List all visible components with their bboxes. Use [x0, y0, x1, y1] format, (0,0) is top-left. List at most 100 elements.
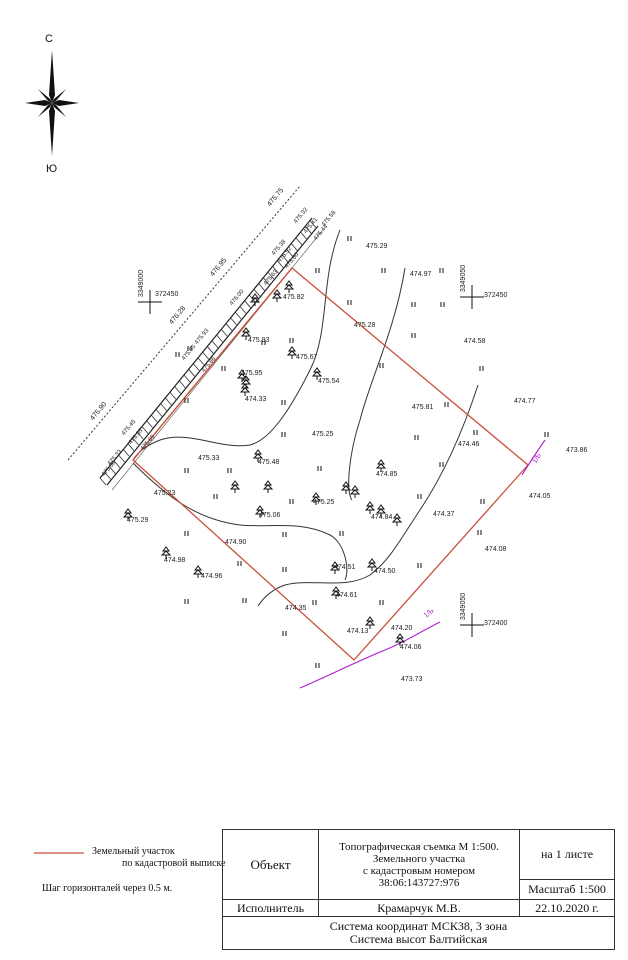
fence-hatch-mark [113, 460, 121, 469]
grid-x-label: 3349050 [460, 264, 468, 293]
spot-elevation: 475.28 [354, 322, 376, 329]
fence-hatch-mark [281, 254, 289, 263]
spot-elevation: 474.06 [400, 644, 422, 651]
fence-hatch-mark [146, 420, 153, 429]
parcel-boundary-road-side [132, 267, 293, 461]
spot-elevation: 474.58 [464, 338, 486, 345]
fence-hatch-mark [141, 426, 149, 434]
spot-elevation: 474.97 [410, 271, 432, 278]
spot-elevation: 475.06 [259, 512, 281, 519]
executor-label: Исполнитель [222, 899, 319, 917]
grid-y-label: 372400 [484, 620, 508, 627]
spot-elevation: 474.85 [376, 471, 398, 478]
fence-hatch-mark [99, 477, 107, 486]
compass-north-label: С [45, 33, 53, 45]
compass-south-label: Ю [46, 163, 58, 175]
tree-icon [239, 383, 251, 396]
cadastral-number: 38:06:143727:976 [378, 876, 460, 889]
tree-icon [364, 616, 376, 629]
fence-hatch-mark [197, 357, 205, 366]
tree-icon [160, 546, 172, 559]
fence-strip [99, 217, 323, 491]
spot-elevation: 474.13 [347, 628, 369, 635]
fence-hatch-mark [118, 454, 125, 463]
tree-icon [391, 513, 403, 526]
survey-date: 22.10.2020 г. [519, 899, 615, 917]
spot-elevation: 474.96 [201, 573, 223, 580]
fence-hatch-mark [155, 409, 163, 417]
spot-elevation: 475.29 [366, 243, 388, 250]
fence-hatch-mark [174, 386, 181, 394]
legend-parcel-label-line1: Земельный участок [92, 846, 175, 857]
fence-hatch-mark [309, 220, 317, 228]
spot-elevation: 475.95 [241, 370, 263, 377]
spot-elevation: 475.29 [127, 517, 149, 524]
coordinate-system: Система координат МСК38, 3 зона [329, 919, 508, 933]
spot-elevation: 474.77 [514, 398, 536, 405]
legend-parcel-label-line2: по кадастровой выписке [122, 858, 226, 869]
tree-icon [249, 293, 261, 306]
fence-hatch-mark [262, 277, 270, 286]
spot-elevation: 474.51 [334, 564, 356, 571]
fence-hatch-mark [160, 403, 167, 411]
fence-hatch-mark [304, 226, 312, 234]
spot-elevation: 475.67 [296, 354, 318, 361]
fence-hatch-mark [286, 248, 293, 257]
legend-parcel-swatch [34, 852, 84, 854]
spot-elevation: 475.48 [258, 459, 280, 466]
spot-elevation: 473.86 [566, 447, 588, 454]
fence-hatch-mark [192, 363, 200, 371]
fence-hatch-mark [183, 374, 191, 383]
fence-hatch-mark [104, 472, 111, 480]
description-line: с кадастровым номером [362, 864, 476, 877]
object-description: Топографическая съемка М 1:500. Земельно… [318, 829, 520, 900]
description-line: Топографическая съемка М 1:500. [339, 840, 499, 853]
fence-hatch-mark [164, 397, 172, 406]
tree-icon [254, 505, 266, 518]
grid-x-label: 3349050 [460, 592, 468, 621]
fence-hatch-mark [253, 288, 261, 297]
map-scale: Масштаб 1:500 [519, 879, 615, 900]
fence-hatch-mark [137, 431, 144, 440]
fence-hatch-mark [290, 243, 298, 251]
spot-elevation: 474.37 [433, 511, 455, 518]
compass-rose [25, 50, 79, 156]
sheet-count: на 1 листе [519, 829, 615, 880]
fence-hatch-mark [239, 306, 247, 314]
fence-hatch-mark [109, 466, 116, 474]
fence-hatch-mark [188, 369, 195, 377]
fence-hatch-mark [132, 437, 139, 446]
tree-icon [252, 449, 264, 462]
utility-line-south [299, 621, 441, 689]
spot-elevation: 473.73 [401, 676, 423, 683]
spot-elevation: 475.25 [313, 499, 335, 506]
spot-elevation: 474.08 [485, 546, 507, 553]
spot-elevation: 474.50 [374, 568, 396, 575]
road-edge-line [67, 185, 301, 461]
fence-hatch-mark [178, 380, 186, 389]
spot-elevation: 474.90 [225, 539, 247, 546]
utility-line-east [521, 439, 546, 476]
tree-icon [375, 504, 387, 517]
fence-hatch-mark [169, 391, 177, 400]
tree-icon [283, 280, 295, 293]
description-line: Земельного участка [372, 852, 466, 865]
spot-elevation: 474.61 [336, 592, 358, 599]
grid-crosses [138, 285, 484, 637]
spot-elevation: 475.33 [198, 455, 220, 462]
spot-elevation: 475.81 [412, 404, 434, 411]
grid-x-label: 3349000 [138, 269, 146, 298]
tree-icon [262, 480, 274, 493]
grid-y-label: 372450 [484, 292, 508, 299]
tree-icon [310, 492, 322, 505]
tree-icon [122, 508, 134, 521]
tree-icon [330, 586, 342, 599]
spot-elevation: 474.35 [285, 605, 307, 612]
spot-elevation: 475.54 [318, 378, 340, 385]
tree-icon [311, 367, 323, 380]
fence-hatch-mark [123, 449, 130, 457]
tree-icon [366, 558, 378, 571]
fence-hatch-mark [151, 414, 158, 423]
tree-icon [364, 501, 376, 514]
